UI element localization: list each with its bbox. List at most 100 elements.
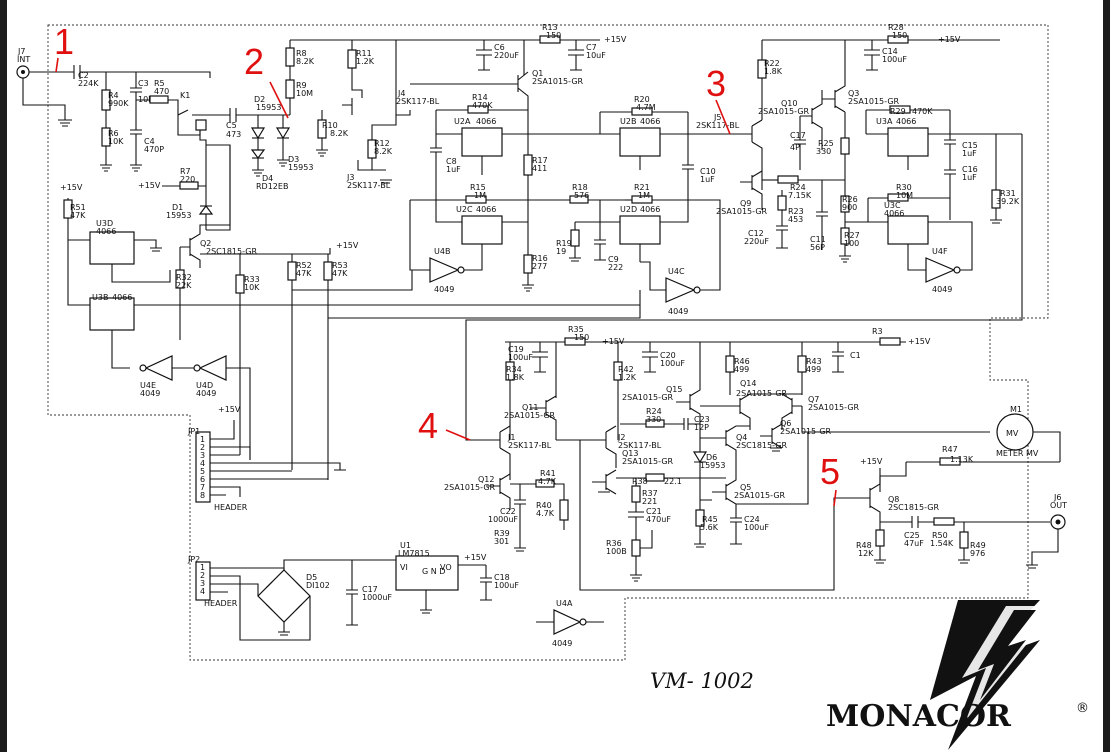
label-c25-value: 47uF — [904, 539, 924, 548]
label-c4: C4 — [144, 137, 155, 146]
label-r51: R51 — [70, 203, 86, 212]
label-r17-value: 411 — [532, 164, 547, 173]
label-m1-value: METER MV — [996, 449, 1039, 458]
label-q10-value: 2SA1015-GR — [758, 107, 810, 116]
label-meter-mv: MV — [1006, 429, 1019, 438]
label-q1: Q1 — [532, 69, 543, 78]
label-r15-value: 1M — [474, 191, 486, 200]
label-r50: R50 — [932, 531, 948, 540]
jp1-pin: 7 — [200, 483, 205, 492]
label-r30: R30 — [896, 183, 912, 192]
label-r37: R37 — [642, 489, 658, 498]
label-u2d-value: 4066 — [640, 205, 660, 214]
label-j6: J6 — [1053, 493, 1061, 502]
label-q9: Q9 — [740, 199, 751, 208]
jp1-pin: 2 — [200, 443, 205, 452]
label-r12: R12 — [374, 139, 390, 148]
label-c17a-value: 4P — [790, 143, 800, 152]
jp1-pin: 1 — [200, 435, 205, 444]
label-r24b: R24 — [646, 407, 662, 416]
label-supply-3: +15V — [938, 35, 961, 44]
label-q4: Q4 — [736, 433, 747, 442]
label-d2: D2 — [254, 95, 265, 104]
label-j7: J7 — [17, 47, 25, 56]
label-j6-out: OUT — [1050, 501, 1067, 510]
label-r11: R11 — [356, 49, 372, 58]
jp1-pin: 4 — [200, 459, 205, 468]
monacor-logo: MONACOR ® — [826, 600, 1089, 750]
label-r7-value: 220 — [180, 175, 195, 184]
label-u3a: U3A — [876, 117, 893, 126]
label-r39-value: 301 — [494, 537, 509, 546]
label-c4-value: 470P — [144, 145, 164, 154]
label-u4a-value: 4049 — [552, 639, 572, 648]
label-q2-value: 2SC1815-GR — [206, 247, 257, 256]
label-r43: R43 — [806, 357, 822, 366]
jp1-pin: 3 — [200, 451, 205, 460]
label-c9: C9 — [608, 255, 619, 264]
label-j3-value: 2SK117-BL — [347, 181, 391, 190]
label-c22-value: 1000uF — [488, 515, 518, 524]
label-c6: C6 — [494, 43, 505, 52]
label-r30-value: 10M — [896, 191, 913, 200]
label-r25-value: 330 — [816, 147, 831, 156]
label-r24b-value: 330 — [646, 415, 661, 424]
label-q12: Q12 — [478, 475, 494, 484]
label-r11-value: 1.2K — [356, 57, 375, 66]
label-q14: Q14 — [740, 379, 756, 388]
label-u2c-value: 4066 — [476, 205, 496, 214]
label-r49: R49 — [970, 541, 986, 550]
label-r46-value: 499 — [734, 365, 749, 374]
label-r9: R9 — [296, 81, 307, 90]
label-r23: R23 — [788, 207, 804, 216]
marker-2: 2 — [244, 41, 289, 119]
logo-registered-mark: ® — [1076, 701, 1089, 716]
label-q10: Q10 — [781, 99, 797, 108]
label-r17: R17 — [532, 156, 548, 165]
label-r27-value: 100 — [844, 239, 859, 248]
label-c23: C23 — [694, 415, 710, 424]
label-u4f: U4F — [932, 247, 948, 256]
label-c6-value: 220uF — [494, 51, 519, 60]
label-r19-value: 19 — [556, 247, 566, 256]
label-r25: R25 — [818, 139, 834, 148]
label-r36-value: 100B — [606, 547, 627, 556]
label-r40-value: 4.7K — [536, 509, 555, 518]
label-r52: R52 — [296, 261, 312, 270]
label-r8: R8 — [296, 49, 307, 58]
label-r13-value: 150 — [546, 31, 561, 40]
label-u2d: U2D — [620, 205, 637, 214]
jp1-pins: 1 2 3 4 5 6 7 8 — [200, 435, 205, 500]
label-u2c: U2C — [456, 205, 473, 214]
label-r32: R32 — [176, 273, 192, 282]
marker-label: 1 — [54, 21, 74, 62]
label-c16: C16 — [962, 165, 978, 174]
label-r46: R46 — [734, 357, 750, 366]
label-q7: Q7 — [808, 395, 819, 404]
label-c10-value: 1uF — [700, 175, 715, 184]
label-q13: Q13 — [622, 449, 638, 458]
label-supply-6: +15V — [218, 405, 241, 414]
label-r41-value: 4.7K — [538, 477, 557, 486]
label-u3b-value: 4066 — [112, 293, 132, 302]
label-r49-value: 976 — [970, 549, 985, 558]
label-r24: R24 — [790, 183, 806, 192]
label-r6-value: 10K — [108, 137, 124, 146]
label-c17-value: 1000uF — [362, 593, 392, 602]
label-r3: R3 — [872, 327, 883, 336]
jp2-pin: 3 — [200, 579, 205, 588]
marker-label: 4 — [418, 405, 438, 446]
label-r47-value: 1.13K — [950, 455, 974, 464]
label-r27: R27 — [844, 231, 860, 240]
label-c20-value: 100uF — [660, 359, 685, 368]
label-d1: D1 — [172, 203, 183, 212]
label-q7-value: 2SA1015-GR — [808, 403, 860, 412]
label-q2: Q2 — [200, 239, 211, 248]
label-r4-value: 990K — [108, 99, 129, 108]
label-r34: R34 — [506, 365, 522, 374]
label-u2a: U2A — [454, 117, 471, 126]
label-r48-value: 12K — [858, 549, 874, 558]
label-q15-value: 2SA1015-GR — [622, 393, 674, 402]
label-r12-value: 8.2K — [374, 147, 393, 156]
